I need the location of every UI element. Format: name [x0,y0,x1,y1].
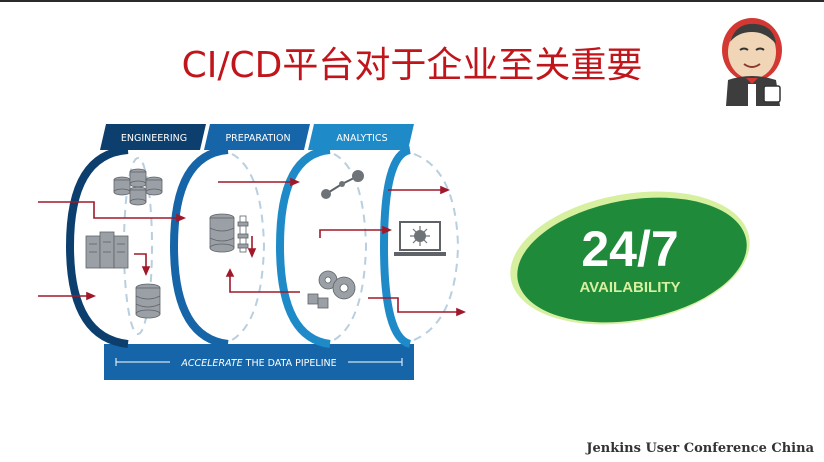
availability-label: AVAILABILITY [579,279,680,296]
data-pipeline-diagram: ENGINEERING PREPARATION ANALYTICS ACCELE… [38,124,467,380]
stage-tab-engineering: ENGINEERING [100,124,206,150]
stage-label-analytics: ANALYTICS [336,133,387,144]
stage-tab-preparation: PREPARATION [204,124,310,150]
database-cluster-icon [113,168,163,206]
ring-output [379,146,460,348]
monitor-icon [394,221,446,256]
slide-footer: Jenkins User Conference China [586,441,814,456]
pipeline-banner: ACCELERATE THE DATA PIPELINE [104,344,414,380]
banner-accelerate: ACCELERATE [180,358,242,369]
ring-engineering [65,146,153,348]
svg-text:ACCELERATE THE DATA PIPELINE: ACCELERATE THE DATA PIPELINE [180,358,336,369]
server-rack-icon [85,231,129,269]
database-icon [135,283,161,319]
availability-big: 24/7 [581,221,678,277]
top-border-line [0,0,824,2]
database-processing-icon [209,213,249,253]
banner-rest: THE DATA PIPELINE [243,358,337,369]
jenkins-logo [722,18,782,106]
stage-label-preparation: PREPARATION [225,133,290,144]
stage-tab-analytics: ANALYTICS [308,124,414,150]
slide-title: CI/CD平台对于企业至关重要 [181,45,643,86]
flow-arrows [38,177,467,317]
ring-analytics [275,146,368,348]
network-icon [321,170,364,199]
availability-badge: 24/7 AVAILABILITY [510,191,750,325]
gear-icon [307,270,356,309]
ring-preparation [169,146,266,348]
stage-label-engineering: ENGINEERING [121,133,187,144]
